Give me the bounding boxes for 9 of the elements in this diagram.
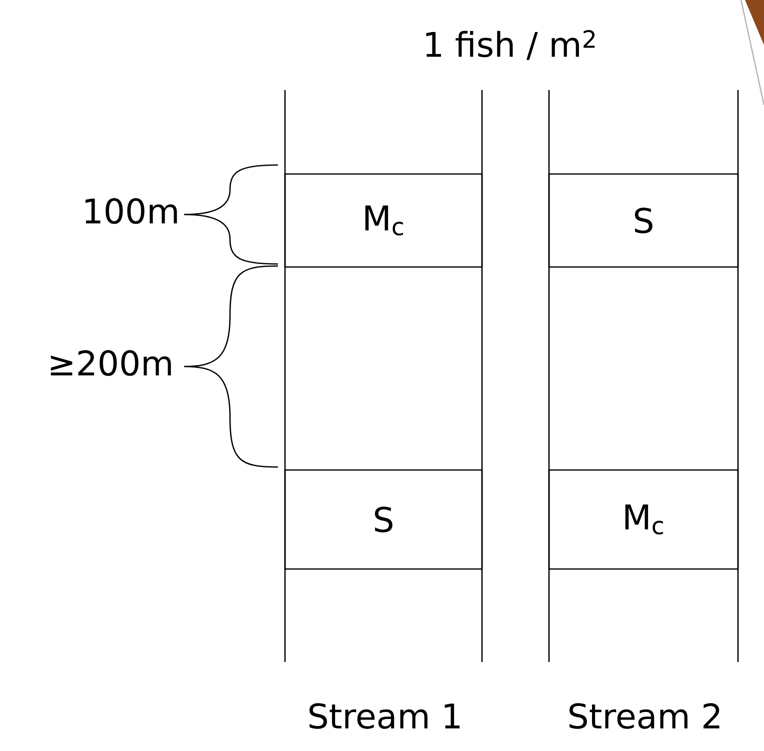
stream-label: Stream 1 bbox=[310, 703, 460, 729]
section-box: S bbox=[548, 173, 739, 268]
dimension-label: 100m bbox=[86, 198, 177, 224]
heading: 1 fish / m$^{2}$ bbox=[426, 30, 595, 60]
stream-label: Stream 2 bbox=[570, 703, 720, 729]
section-box: S bbox=[284, 469, 483, 570]
section-box: M$_{c}$ bbox=[284, 173, 483, 268]
dimension-label: ≥200m bbox=[50, 350, 171, 376]
section-box: M$_{c}$ bbox=[548, 469, 739, 570]
